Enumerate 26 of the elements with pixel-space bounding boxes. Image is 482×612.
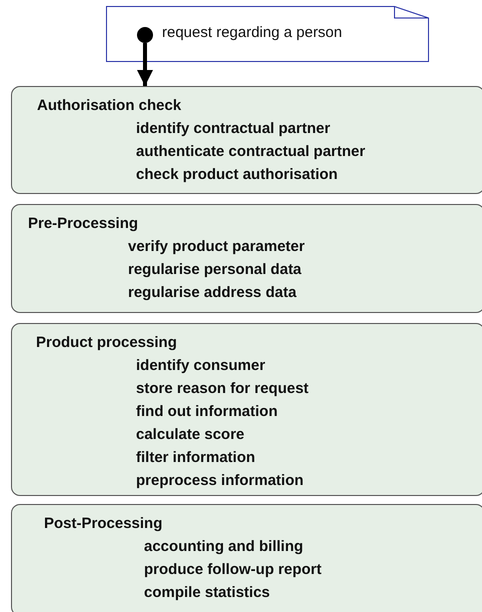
step-text: identify consumer <box>136 357 266 375</box>
process-box <box>11 504 482 612</box>
note-text: request regarding a person <box>162 24 342 42</box>
stage-heading: Authorisation check <box>37 97 182 115</box>
process-box <box>11 86 482 194</box>
stage-heading: Product processing <box>36 334 177 352</box>
step-text: compile statistics <box>144 584 270 602</box>
step-text: accounting and billing <box>144 538 304 556</box>
stage-heading: Post-Processing <box>44 515 162 533</box>
step-text: check product authorisation <box>136 166 338 184</box>
step-text: filter information <box>136 449 256 467</box>
stage-heading: Pre-Processing <box>28 215 138 233</box>
step-text: authenticate contractual partner <box>136 143 366 161</box>
step-text: regularise address data <box>128 284 296 302</box>
note-shape <box>106 6 429 62</box>
step-text: verify product parameter <box>128 238 305 256</box>
arrow <box>137 43 153 86</box>
step-text: store reason for request <box>136 380 309 398</box>
process-box <box>11 204 482 313</box>
step-text: regularise personal data <box>128 261 302 279</box>
step-text: find out information <box>136 403 278 421</box>
process-box <box>11 323 482 496</box>
step-text: preprocess information <box>136 472 304 490</box>
step-text: produce follow-up report <box>144 561 322 579</box>
step-text: calculate score <box>136 426 244 444</box>
step-text: identify contractual partner <box>136 120 330 138</box>
